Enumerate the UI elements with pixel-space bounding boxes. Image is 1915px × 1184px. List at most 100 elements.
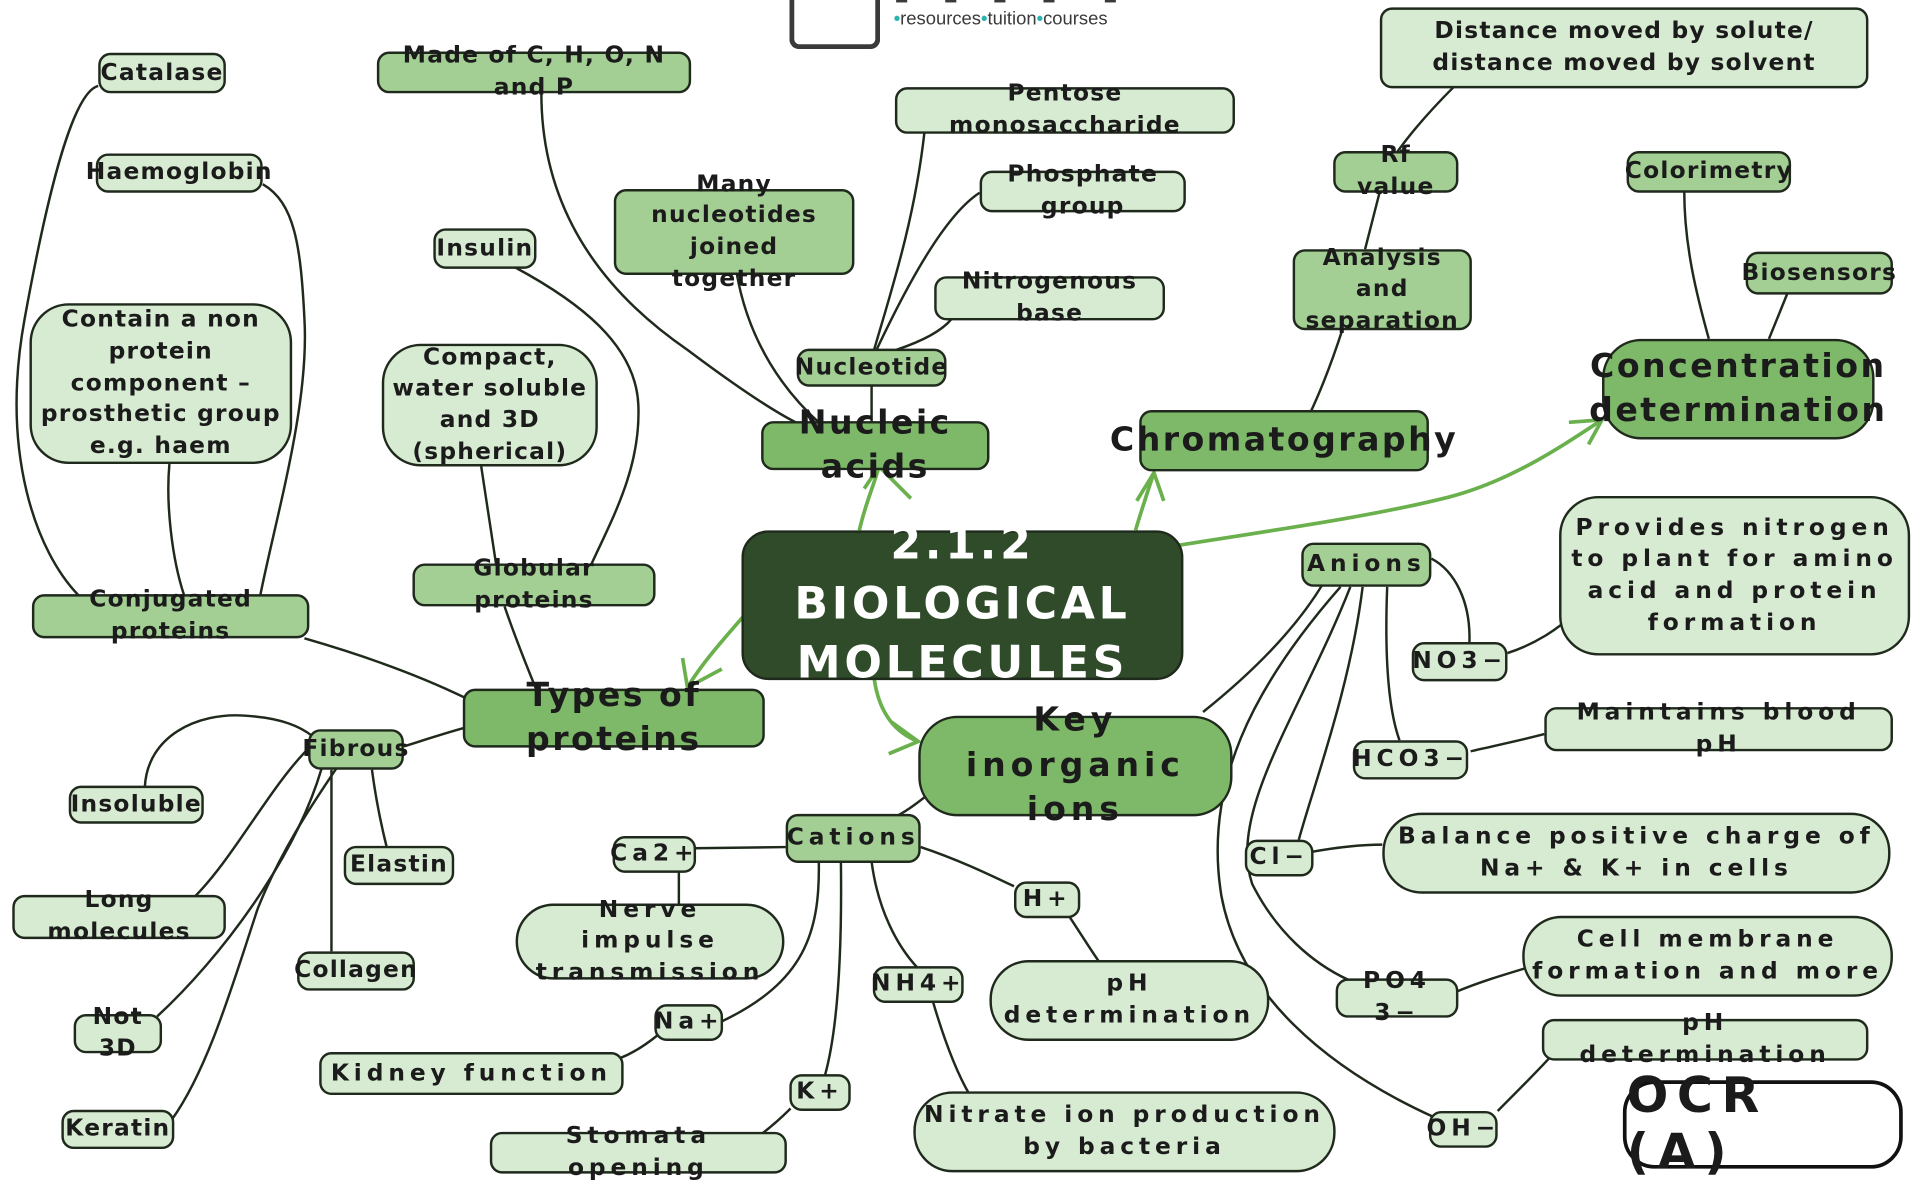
line-globular: [503, 606, 538, 691]
node-long-molecules: Long molecules: [12, 887, 226, 945]
node-no3minus: NO3−: [1411, 642, 1508, 682]
node-hplus: H+: [1013, 881, 1081, 919]
branch-key-inorganic-ions: Key inorganic ions: [918, 701, 1233, 829]
node-naplus: Na+: [654, 1004, 724, 1042]
exam-board-badge: OCR (A): [1622, 1068, 1903, 1181]
line-catalase: [15, 84, 99, 597]
node-provides-nitrogen: Provides nitrogen to plant for amino aci…: [1559, 495, 1911, 656]
line-long: [191, 745, 312, 900]
node-insulin: Insulin: [433, 228, 537, 269]
line-nitrogenous: [895, 318, 953, 352]
node-maintains-blood-ph: Maintains blood pH: [1544, 699, 1893, 757]
node-stomata-opening: Stomata opening: [489, 1122, 787, 1181]
node-fibrous: Fibrous: [302, 729, 408, 770]
line-oh-ph: [1496, 1057, 1551, 1112]
line-ph: [1066, 913, 1100, 962]
line-na: [721, 861, 821, 1023]
node-colorimetry: Colorimetry: [1625, 150, 1792, 193]
line-oh: [1216, 585, 1435, 1119]
line-prosthetic: [167, 463, 186, 596]
line-anions: [1202, 582, 1325, 713]
arrow-to-concentration: [1172, 418, 1604, 549]
node-anions: Anions: [1301, 542, 1432, 587]
node-ph-determination-anion: pH determination: [1541, 1010, 1869, 1068]
node-ph-determination-cation: pH determination: [989, 959, 1270, 1042]
node-many-nucleotides: Many nucleotides joined together: [613, 170, 855, 292]
line-keratin: [170, 767, 338, 1121]
branch-concentration-determination: Concentration determination: [1589, 338, 1885, 440]
line-analysis: [1308, 327, 1345, 415]
logo-letters-icon: [896, 0, 1129, 5]
node-cations: Cations: [785, 813, 921, 864]
node-globular-proteins: Globular proteins: [412, 555, 656, 613]
node-hco3minus: HCO3−: [1352, 740, 1469, 780]
line-made-of: [540, 93, 799, 425]
brand-logo: •resources•tuition•courses: [786, 0, 1142, 50]
line-k: [823, 861, 843, 1076]
node-catalase: Catalase: [98, 52, 226, 94]
root-title-line1: 2.1.2 BIOLOGICAL: [794, 519, 1131, 630]
line-rf: [1363, 191, 1382, 250]
line-balance: [1310, 843, 1383, 854]
line-nh4: [870, 861, 920, 970]
node-keratin: Keratin: [61, 1109, 175, 1150]
line-phosphate: [875, 191, 981, 351]
root-node: 2.1.2 BIOLOGICAL MOLECULES: [741, 519, 1184, 689]
node-po4-3minus: PO4 3−: [1335, 968, 1459, 1026]
node-pentose: Pentose monosaccharide: [894, 80, 1235, 139]
node-compact-water-soluble: Compact, water soluble and 3D (spherical…: [381, 343, 598, 467]
node-rf-value: Rf value: [1333, 142, 1459, 200]
node-ohminus: OH−: [1426, 1110, 1498, 1148]
line-nitrate: [931, 1001, 971, 1096]
node-clminus: Cl−: [1244, 839, 1314, 877]
line-haemoglobin: [259, 183, 307, 596]
node-biosensors: Biosensors: [1741, 251, 1896, 295]
line-ca: [693, 845, 786, 850]
branch-nucleic-acids: Nucleic acids: [761, 403, 990, 486]
line-many-nucleotides: [735, 272, 821, 425]
line-colorimetry: [1683, 191, 1711, 340]
line-cl: [1297, 586, 1364, 841]
line-conjugated: [304, 637, 465, 699]
line-kidney: [619, 1033, 659, 1060]
node-nerve-impulse: Nerve impulse transmission: [515, 896, 785, 986]
node-kplus: K+: [789, 1074, 851, 1111]
line-elastin: [370, 769, 388, 848]
line-not3d: [156, 768, 323, 1018]
node-conjugated-proteins: Conjugated proteins: [31, 586, 310, 644]
node-insoluble: Insoluble: [68, 785, 204, 824]
line-hco3: [1385, 586, 1401, 741]
line-pentose: [872, 132, 926, 351]
node-nh4plus: NH4+: [871, 966, 964, 1003]
node-haemoglobin: Haemoglobin: [86, 153, 271, 193]
node-elastin: Elastin: [343, 845, 455, 886]
node-collagen: Collagen: [294, 951, 417, 991]
node-nucleotide: Nucleotide: [795, 348, 947, 387]
line-compact: [480, 466, 498, 564]
branch-types-of-proteins: Types of proteins: [462, 676, 765, 759]
line-h: [920, 845, 1015, 888]
node-not-3d: Not 3D: [73, 1003, 163, 1062]
line-blood: [1470, 732, 1545, 753]
line-no3: [1430, 557, 1471, 643]
line-membrane: [1455, 966, 1529, 994]
node-made-of-chonp: Made of C, H, O, N and P: [376, 42, 692, 101]
line-distance: [1396, 85, 1456, 153]
logo-mark-icon: [789, 0, 881, 50]
line-biosensors: [1767, 292, 1789, 340]
node-distance-ratio: Distance moved by solute/ distance moved…: [1379, 7, 1869, 89]
node-prosthetic-group: Contain a non protein component – prosth…: [29, 303, 293, 465]
node-nitrate-production: Nitrate ion production by bacteria: [913, 1091, 1336, 1173]
logo-tagline: •resources•tuition•courses: [893, 8, 1108, 30]
node-analysis-separation: Analysis and separation: [1292, 244, 1472, 334]
branch-chromatography: Chromatography: [1110, 410, 1456, 472]
line-fibrous: [403, 726, 465, 748]
node-phosphate: Phosphate group: [979, 161, 1186, 220]
line-insoluble: [143, 714, 314, 787]
line-insulin: [515, 266, 640, 564]
node-kidney-function: Kidney function: [319, 1052, 624, 1096]
node-nitrogenous-base: Nitrogenous base: [934, 268, 1165, 327]
node-cell-membrane: Cell membrane formation and more: [1522, 915, 1893, 997]
